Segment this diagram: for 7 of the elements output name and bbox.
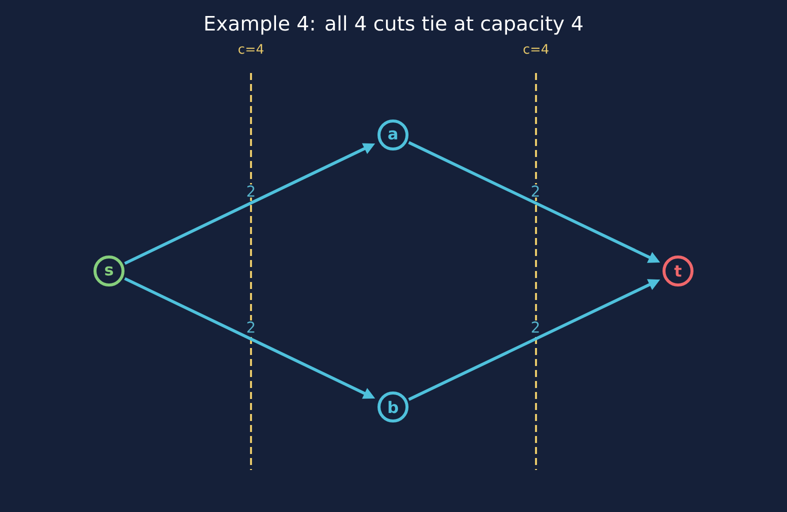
edge-label: 2 [245,184,257,198]
edge-label: 2 [245,320,257,334]
edge-label: 2 [530,184,542,198]
cut-label: c=4 [524,44,548,54]
cut-label: c=4 [238,44,264,54]
edge-label: 2 [530,320,542,334]
title: Example 4: all 4 cuts tie at capacity 4 [205,15,582,35]
